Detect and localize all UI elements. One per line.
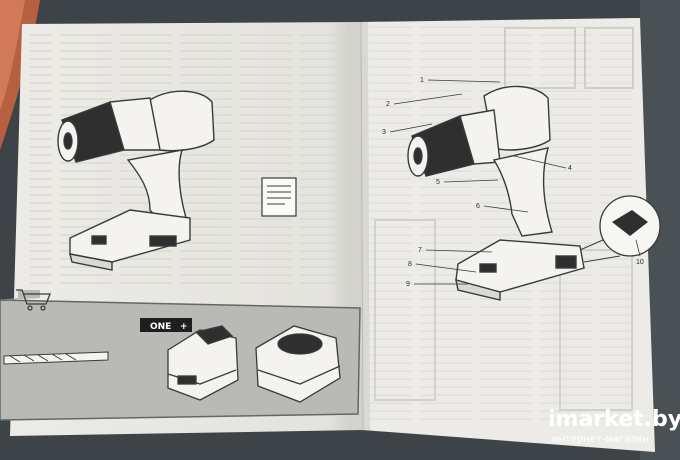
battery-image: [167, 325, 239, 401]
callout-7: 7: [418, 247, 422, 254]
charger-image: [255, 325, 341, 403]
callout-3: 3: [382, 129, 386, 136]
one-plus-plus: +: [180, 322, 188, 332]
drill-illustration-right: [407, 85, 585, 301]
document-icon: [261, 177, 297, 217]
callout-labels: 1 2 3 4 5 6 7 8 9 10: [382, 77, 644, 288]
callout-4: 4: [568, 165, 572, 172]
watermark-tagline: интернет-магазин: [552, 434, 649, 445]
callout-10: 10: [636, 259, 644, 266]
accessories-panel: ONE +: [0, 289, 361, 421]
shopping-cart-icon: [16, 289, 51, 311]
watermark-logo: imarket.by: [548, 407, 680, 432]
battery-detail-circle: [579, 195, 661, 263]
drill-illustration-left: [57, 90, 215, 271]
drill-bit-image: [3, 351, 109, 365]
callout-6: 6: [476, 203, 480, 210]
callout-lines: [389, 79, 641, 285]
callout-2: 2: [386, 101, 390, 108]
callout-9: 9: [406, 281, 410, 288]
watermark: imarket.by интернет-магазин: [548, 407, 680, 445]
callout-1: 1: [420, 77, 424, 84]
callout-5: 5: [436, 179, 440, 186]
one-plus-badge: ONE +: [140, 318, 192, 332]
callout-8: 8: [408, 261, 412, 268]
one-plus-label: ONE: [150, 322, 171, 332]
